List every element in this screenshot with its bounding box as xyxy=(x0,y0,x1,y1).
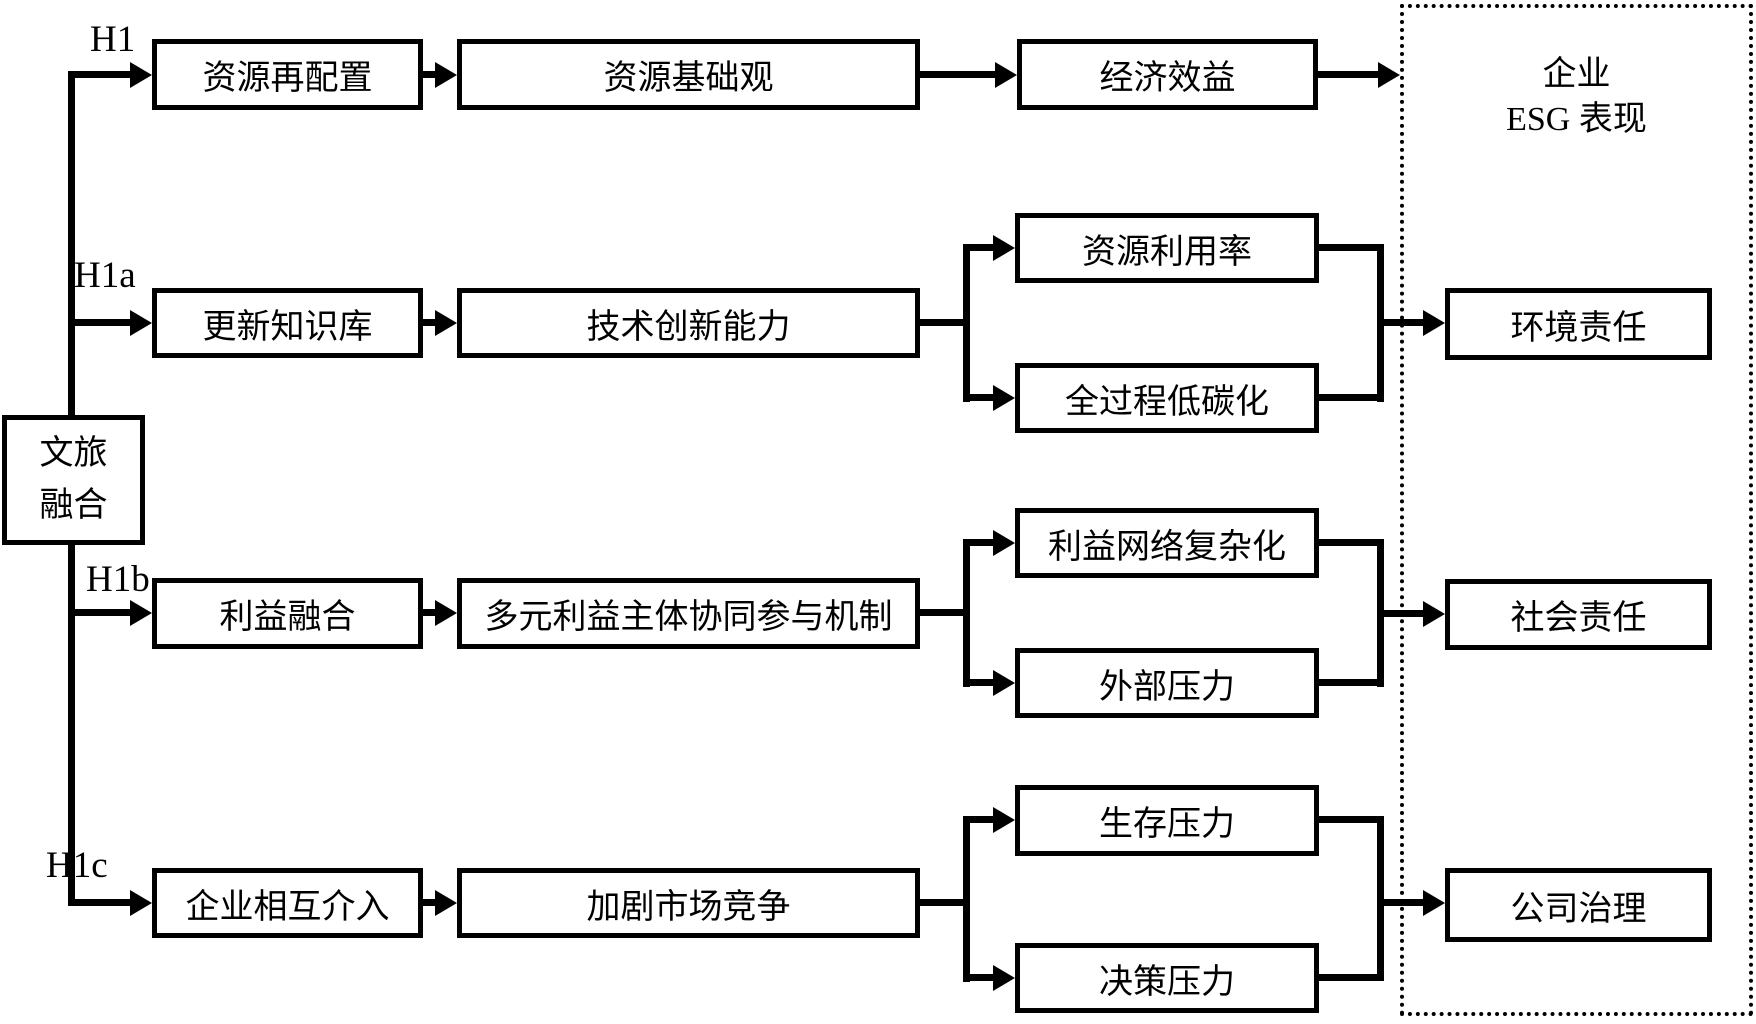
connector-h1-a xyxy=(423,71,435,78)
connector-h1c-outcome xyxy=(1377,899,1425,906)
box-resource-utilization: 资源利用率 xyxy=(1015,213,1319,283)
esg-panel-title-line2: ESG 表现 xyxy=(1506,101,1647,138)
arrow-head xyxy=(993,235,1015,261)
connector-h1a-stub xyxy=(920,319,967,326)
connector-h1-entry xyxy=(68,71,130,78)
connector-h1a-merge-top xyxy=(1319,244,1384,251)
box-social-responsibility: 社会责任 xyxy=(1445,579,1712,650)
source-box-culture-tourism-integration: 文旅 融合 xyxy=(2,415,145,545)
connector-h1a-branch-vertical xyxy=(963,244,970,402)
connector-h1b-stub xyxy=(920,609,967,616)
arrow-head xyxy=(130,890,152,916)
connector-h1c-branch-vertical xyxy=(963,816,970,982)
arrow-head xyxy=(1378,62,1400,88)
arrow-head xyxy=(993,965,1015,991)
hypothesis-label-h1b: H1b xyxy=(86,559,150,600)
box-intensified-competition: 加剧市场竞争 xyxy=(457,868,920,938)
arrow-head xyxy=(993,530,1015,556)
box-external-pressure: 外部压力 xyxy=(1015,648,1319,718)
box-decision-pressure: 决策压力 xyxy=(1015,943,1319,1013)
connector-h1b-branch-top xyxy=(963,539,993,546)
esg-performance-panel xyxy=(1400,4,1753,1016)
arrow-head xyxy=(993,807,1015,833)
connector-h1a-branch-bottom xyxy=(963,394,993,401)
connector-h1b-branch-vertical xyxy=(963,539,970,687)
connector-h1a-entry xyxy=(68,319,130,326)
arrow-head xyxy=(1423,601,1445,627)
box-interest-integration: 利益融合 xyxy=(152,578,423,649)
esg-panel-title-line1: 企业 xyxy=(1542,56,1611,93)
source-box-line1: 文旅 xyxy=(39,435,108,472)
connector-h1c-branch-bottom xyxy=(963,974,993,981)
box-resource-based-view: 资源基础观 xyxy=(457,39,920,110)
connector-h1b-entry xyxy=(68,609,130,616)
arrow-head xyxy=(435,890,457,916)
connector-h1a-branch-top xyxy=(963,244,993,251)
source-box-line2: 融合 xyxy=(39,487,108,524)
arrow-head xyxy=(1423,310,1445,336)
connector-h1b-branch-bottom xyxy=(963,679,993,686)
arrow-head xyxy=(435,600,457,626)
box-whole-process-low-carbon: 全过程低碳化 xyxy=(1015,363,1319,433)
connector-h1-b xyxy=(920,71,995,78)
box-tech-innovation-capability: 技术创新能力 xyxy=(457,288,920,358)
connector-h1b-merge-bottom xyxy=(1319,679,1384,686)
hypothesis-label-h1c: H1c xyxy=(46,845,108,886)
arrow-head xyxy=(435,310,457,336)
connector-h1b-a xyxy=(423,609,435,616)
arrow-head xyxy=(130,310,152,336)
box-mutual-entry: 企业相互介入 xyxy=(152,868,423,938)
connector-h1a-a xyxy=(423,319,435,326)
connector-h1-c xyxy=(1318,71,1378,78)
arrow-head xyxy=(1423,890,1445,916)
arrow-head xyxy=(130,62,152,88)
arrow-head xyxy=(130,600,152,626)
box-interest-network-complexity: 利益网络复杂化 xyxy=(1015,508,1319,578)
box-resource-reallocation: 资源再配置 xyxy=(152,39,423,110)
arrow-head xyxy=(993,670,1015,696)
hypothesis-label-h1a: H1a xyxy=(74,255,136,296)
connector-h1c-merge-bottom xyxy=(1319,974,1384,981)
hypothesis-label-h1: H1 xyxy=(90,19,136,60)
arrow-head xyxy=(995,62,1017,88)
connector-h1a-merge-bottom xyxy=(1319,394,1384,401)
box-survival-pressure: 生存压力 xyxy=(1015,785,1319,856)
connector-h1c-merge-vertical xyxy=(1377,816,1384,981)
box-multi-stakeholder-mechanism: 多元利益主体协同参与机制 xyxy=(457,578,920,649)
connector-h1a-outcome xyxy=(1377,319,1425,326)
connector-h1b-merge-top xyxy=(1319,539,1384,546)
connector-h1c-merge-top xyxy=(1319,816,1384,823)
connector-h1c-entry xyxy=(68,899,130,906)
connector-h1b-outcome xyxy=(1377,610,1425,617)
box-corporate-governance: 公司治理 xyxy=(1445,868,1712,942)
box-economic-benefit: 经济效益 xyxy=(1017,39,1318,110)
box-update-knowledge-base: 更新知识库 xyxy=(152,288,423,358)
arrow-head xyxy=(993,385,1015,411)
box-environmental-responsibility: 环境责任 xyxy=(1445,288,1712,360)
arrow-head xyxy=(435,62,457,88)
esg-panel-title: 企业 ESG 表现 xyxy=(1400,52,1753,142)
connector-h1c-branch-top xyxy=(963,816,993,823)
connector-h1c-a xyxy=(423,899,435,906)
connector-h1c-stub xyxy=(920,899,967,906)
